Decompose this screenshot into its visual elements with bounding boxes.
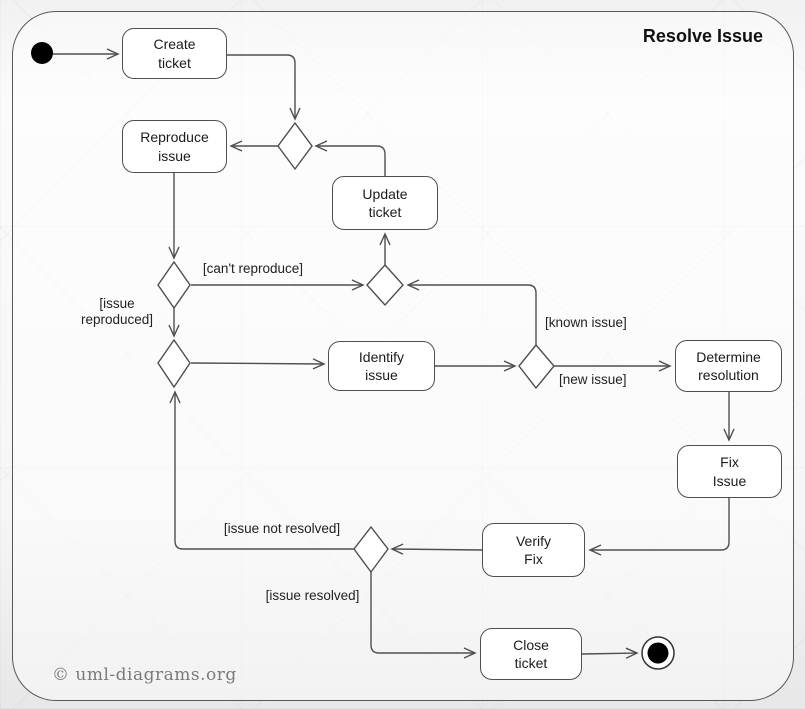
action-reproduce-issue: Reproduce issue bbox=[122, 120, 227, 173]
edge-decision3-to-close-ticket-issue-resolved bbox=[370, 572, 477, 659]
edge-update-ticket-to-merge1 bbox=[314, 140, 386, 176]
copyright-text: © uml-diagrams.org bbox=[52, 665, 237, 685]
merge-diamond-after-create bbox=[277, 121, 313, 171]
action-update-ticket: Update ticket bbox=[332, 176, 438, 230]
edge-create-ticket-to-merge1 bbox=[227, 54, 301, 121]
edge-fix-issue-to-verify-fix bbox=[588, 498, 730, 556]
decision-diamond-verify-result bbox=[353, 525, 389, 574]
diagram-title: Resolve Issue bbox=[642, 26, 763, 46]
edge-close-ticket-to-final bbox=[581, 647, 639, 659]
guard-cant-reproduce: [can't reproduce] bbox=[202, 261, 304, 276]
decision-diamond-issue-type bbox=[518, 343, 555, 390]
guard-known-issue: [known issue] bbox=[545, 315, 627, 330]
action-determine-resolution: Determine resolution bbox=[675, 340, 782, 392]
edge-decision3-to-merge3-issue-not-resolved bbox=[169, 390, 354, 550]
action-identify-issue: Identify issue bbox=[328, 341, 435, 391]
guard-new-issue: [new issue] bbox=[559, 372, 627, 387]
initial-node bbox=[31, 42, 53, 64]
action-close-ticket: Close ticket bbox=[480, 628, 582, 680]
edge-verify-fix-to-decision3 bbox=[390, 543, 483, 555]
merge-diamond-before-identify bbox=[157, 338, 191, 389]
edge-merge3-to-identify-issue bbox=[190, 358, 326, 370]
decision-diamond-reproduce-result bbox=[157, 260, 191, 310]
action-fix-issue: Fix Issue bbox=[677, 445, 782, 498]
guard-issue-resolved: [issue resolved] bbox=[265, 588, 360, 603]
merge-diamond-before-update-ticket bbox=[366, 263, 404, 307]
guard-issue-reproduced: [issue reproduced] bbox=[80, 296, 154, 327]
action-create-ticket: Create ticket bbox=[122, 28, 227, 79]
final-node-dot bbox=[647, 642, 669, 664]
guard-issue-not-resolved: [issue not resolved] bbox=[223, 521, 341, 536]
edge-decision2-to-merge2-known-issue bbox=[406, 279, 537, 345]
action-verify-fix: Verify Fix bbox=[482, 523, 585, 577]
